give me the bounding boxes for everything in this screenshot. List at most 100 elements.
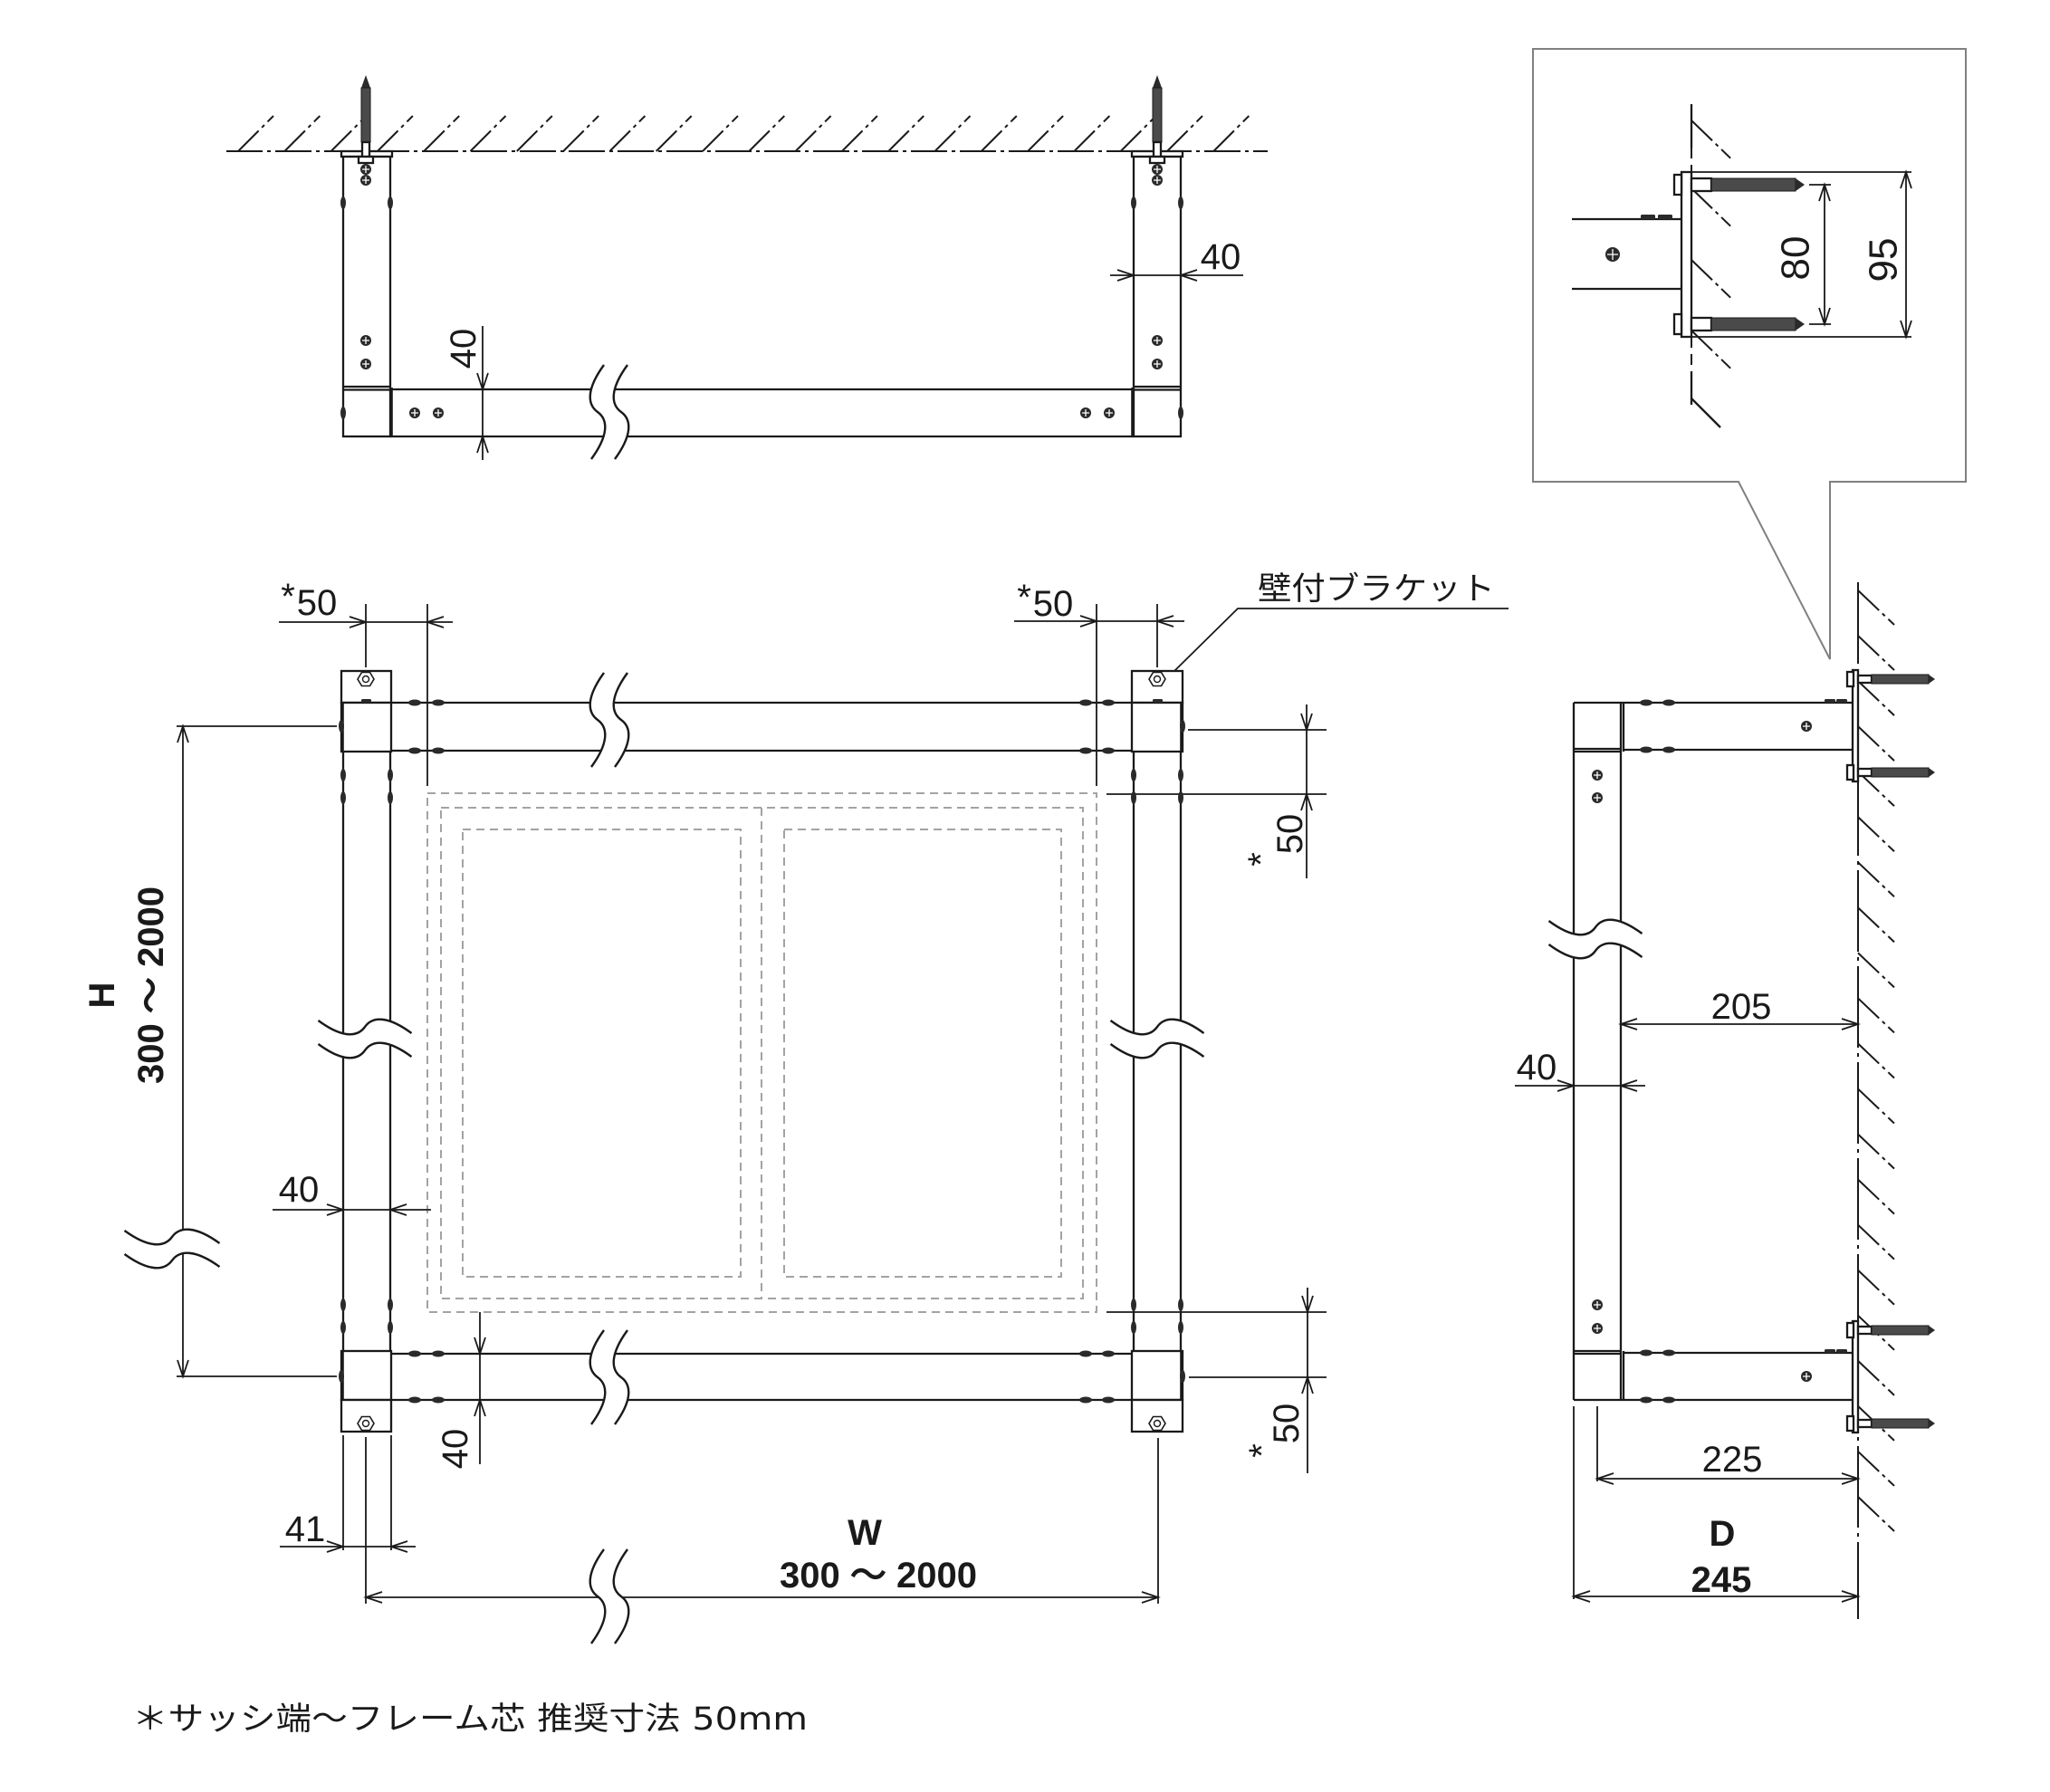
bolt-icon <box>1152 359 1163 369</box>
edge-bolt-icon <box>1102 1396 1115 1404</box>
edge-bolt-icon <box>1640 746 1652 753</box>
bolt-cross <box>1607 249 1618 260</box>
arrowhead <box>1618 1018 1638 1030</box>
break-mark <box>1109 1018 1205 1059</box>
edge-bolt-icon <box>1178 791 1183 804</box>
hatch-line <box>887 115 924 152</box>
edge-bolt-icon <box>340 407 346 419</box>
hanging-post-right <box>1132 155 1183 438</box>
edge-bolt-icon <box>1640 1349 1652 1356</box>
arrowhead <box>1300 713 1313 733</box>
bolt-cross <box>1082 409 1089 417</box>
edge-bolt-icon <box>408 1396 421 1404</box>
edge-bolt-icon <box>340 791 346 804</box>
edge-bolt-icon <box>1079 699 1092 706</box>
screw-head <box>1148 155 1166 165</box>
hatch-line <box>748 115 786 152</box>
screw-tip <box>1929 1419 1935 1428</box>
edge-bolt-icon <box>1131 1321 1136 1334</box>
wall-hatching <box>1857 589 1895 1532</box>
hatch-line <box>1691 330 1746 383</box>
screw-thread <box>1152 87 1163 143</box>
hatch-line <box>1166 115 1203 152</box>
edge-bolt-icon <box>1640 1396 1652 1404</box>
arrowhead <box>476 434 489 454</box>
edge-bolt-icon <box>340 196 346 209</box>
break-curve <box>1109 1018 1205 1036</box>
hatch-line <box>794 115 832 152</box>
arrowhead <box>326 1203 346 1216</box>
edge-bolt-icon <box>1662 699 1675 706</box>
hatch-line <box>1027 115 1064 152</box>
screw-head <box>1845 1414 1855 1433</box>
hatch-line <box>1857 1496 1895 1532</box>
dimension-value: 50 <box>1033 584 1074 624</box>
break-gap <box>589 1549 629 1643</box>
edge-bolt-icon <box>1102 1350 1115 1357</box>
window-pane-left <box>462 829 742 1278</box>
wall-screw-icon <box>1845 763 1935 781</box>
arrowhead <box>1841 1590 1861 1603</box>
bolt-cross <box>1803 1373 1810 1380</box>
arrowhead <box>476 372 489 392</box>
arrowhead <box>1900 320 1912 340</box>
break-curve <box>589 672 607 768</box>
dimension-plate-width: 41 <box>280 1435 416 1553</box>
arrowhead <box>1154 615 1174 628</box>
arrowhead <box>1571 1590 1591 1603</box>
break-curve <box>589 1329 607 1425</box>
arrowhead <box>388 1540 408 1553</box>
hatch-line <box>1857 771 1895 807</box>
break-curve <box>612 1548 630 1644</box>
break-mark <box>589 672 630 768</box>
ceiling-screw-icon <box>357 75 375 165</box>
hatch-line <box>702 115 739 152</box>
dimension-clearance: 205 <box>1618 987 1861 1030</box>
hatch-line <box>1857 1178 1895 1215</box>
hatch-line <box>1857 816 1895 852</box>
hatch-line <box>562 115 599 152</box>
hatch-line <box>1857 1042 1895 1079</box>
edge-bolt-icon <box>1178 407 1183 419</box>
ceiling-hatching <box>237 115 1250 152</box>
hatch-line <box>1857 861 1895 898</box>
screw-tip <box>361 75 370 88</box>
arrowhead <box>1818 182 1831 202</box>
hatch-line <box>283 115 321 152</box>
bolt-cross <box>1594 794 1601 801</box>
bolt-cross <box>362 177 369 184</box>
hex-nut-icon <box>357 1415 375 1432</box>
edge-bolt-icon <box>1079 1350 1092 1357</box>
screw-head <box>1845 1321 1855 1339</box>
detail-wall-hatching <box>1691 120 1746 428</box>
hatch-line <box>1857 635 1895 671</box>
arrowhead <box>1141 1591 1161 1604</box>
arrowhead <box>363 1591 383 1604</box>
wall-plate-bottom <box>1851 1319 1860 1434</box>
detail-callout-border <box>1532 48 1967 660</box>
edge-bolt-icon <box>1131 1298 1136 1311</box>
arrowhead <box>1301 1295 1314 1315</box>
screw-shank <box>1856 1325 1873 1336</box>
break-curve <box>1547 918 1643 936</box>
hatch-line <box>237 115 274 152</box>
width-label: W <box>848 1513 882 1553</box>
arrowhead <box>1595 1472 1614 1485</box>
break-curve <box>612 672 630 768</box>
footnote: ＊サッシ端～フレーム芯 推奨寸法 50mm <box>132 1701 808 1738</box>
dimension-depth: D 245 <box>1571 1406 1861 1603</box>
screw-shank <box>1690 316 1713 332</box>
hatch-line <box>655 115 693 152</box>
front-view: * 50 * 50 壁付ブラケット H 300 ～ 2000 <box>82 571 1509 1604</box>
screw-head <box>357 155 375 165</box>
screw-thread <box>1710 317 1796 331</box>
detail-wall-plate <box>1680 170 1693 339</box>
hatch-line <box>1857 906 1895 944</box>
hatch-line <box>469 115 507 152</box>
break-gap <box>1548 919 1643 959</box>
break-mark <box>589 1329 630 1425</box>
nut-hole <box>361 675 370 684</box>
screw-head <box>1672 312 1683 336</box>
bolt-icon <box>1801 721 1812 732</box>
hatch-line <box>1857 680 1895 716</box>
